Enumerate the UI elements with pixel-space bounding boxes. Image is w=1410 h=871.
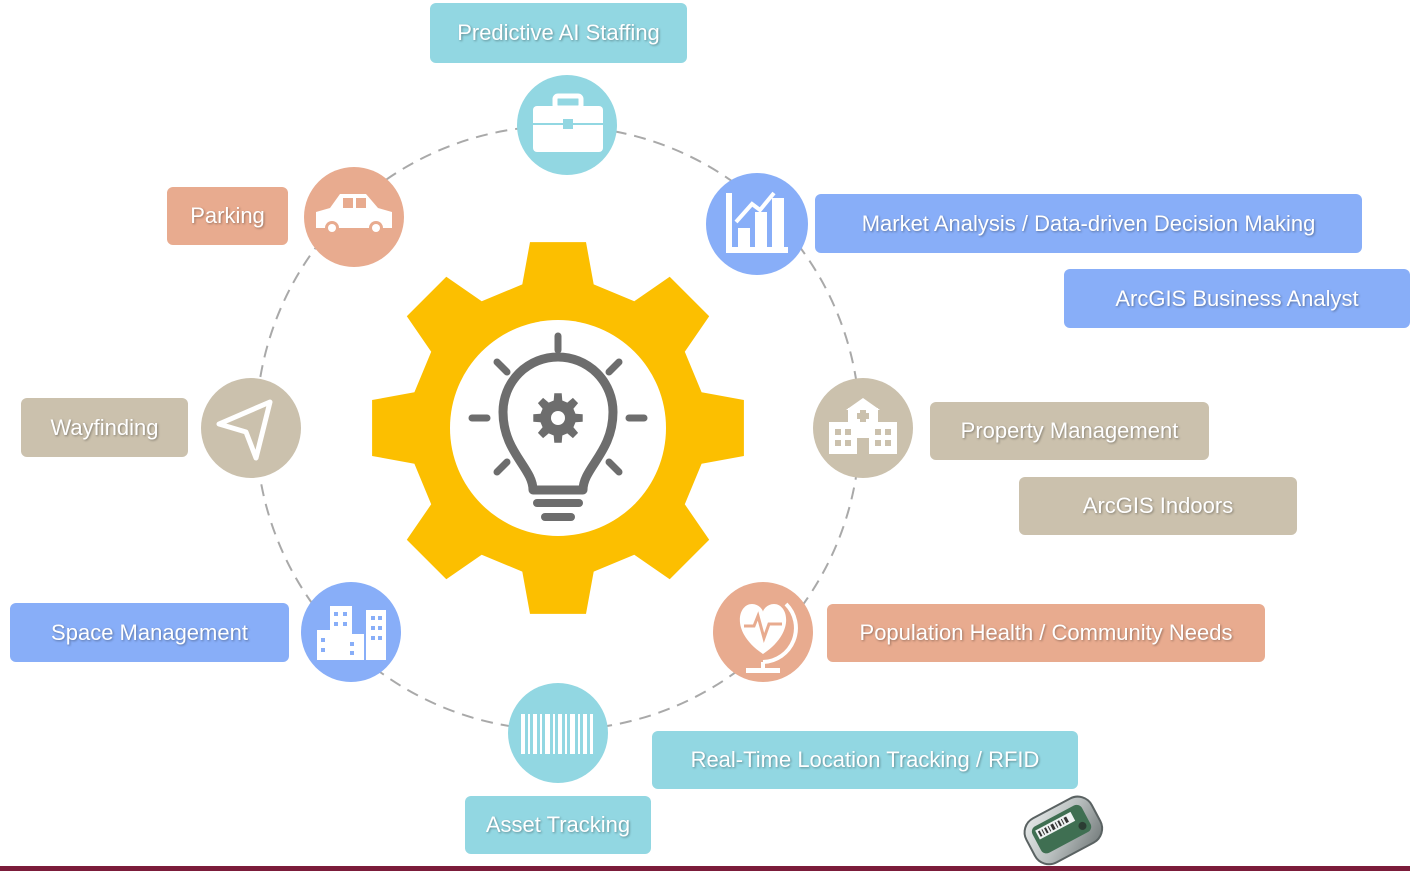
label-asset: Asset Tracking: [465, 796, 651, 854]
label-market: Market Analysis / Data-driven Decision M…: [815, 194, 1362, 253]
node-staffing: [517, 75, 617, 175]
label-business-analyst: ArcGIS Business Analyst: [1064, 269, 1410, 328]
buildings-icon: [317, 606, 386, 660]
node-market: [706, 173, 808, 275]
node-wayfinding: [201, 378, 301, 478]
node-population: [713, 582, 813, 682]
label-space: Space Management: [10, 603, 289, 662]
navigation-arrow-icon: [216, 399, 273, 461]
node-space: [301, 582, 401, 682]
heart-globe-icon: [739, 602, 798, 673]
rfid-tag-image: [1023, 795, 1104, 866]
label-parking: Parking: [167, 187, 288, 245]
label-wayfinding: Wayfinding: [21, 398, 188, 457]
node-property: [813, 378, 913, 478]
node-asset: [508, 683, 608, 783]
lightbulb-gear-icon: [468, 332, 648, 521]
label-staffing: Predictive AI Staffing: [430, 3, 687, 63]
briefcase-icon: [533, 93, 603, 152]
bottom-accent-bar: [0, 866, 1410, 871]
label-property: Property Management: [930, 402, 1209, 460]
bar-chart-icon: [726, 191, 788, 253]
hospital-icon: [829, 398, 897, 454]
car-icon: [316, 194, 392, 235]
label-population: Population Health / Community Needs: [827, 604, 1265, 662]
label-rtls: Real-Time Location Tracking / RFID: [652, 731, 1078, 789]
label-indoors: ArcGIS Indoors: [1019, 477, 1297, 535]
barcode-icon: [521, 714, 593, 754]
node-parking: [304, 167, 404, 267]
